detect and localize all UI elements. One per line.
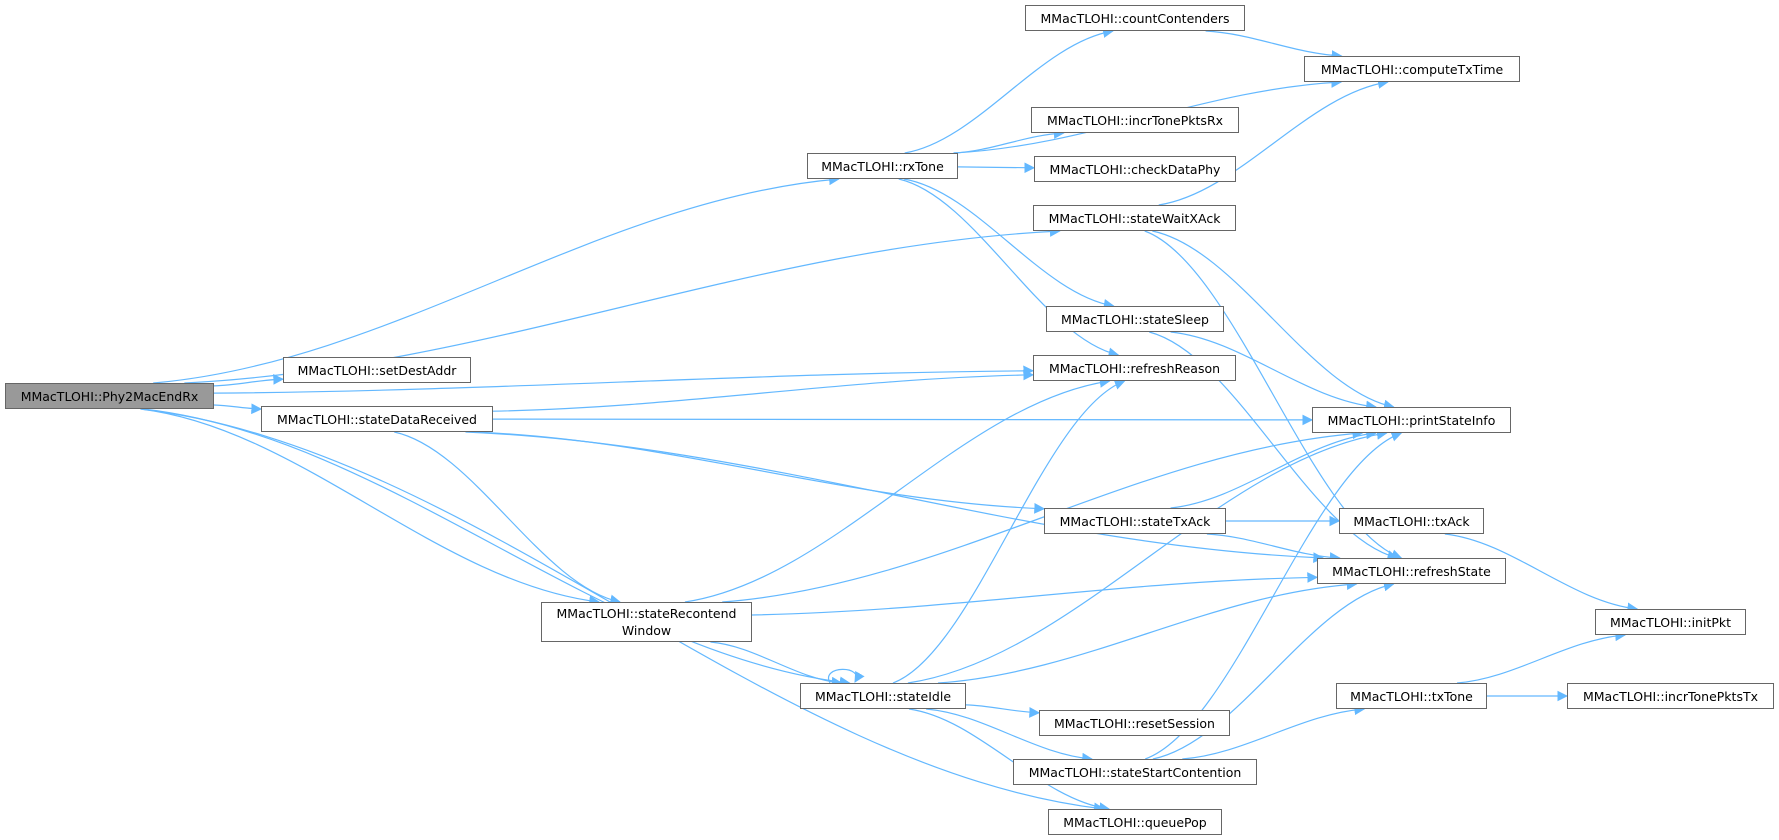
node-label: MMacTLOHI::resetSession [1054,715,1215,731]
node-resetsession[interactable]: MMacTLOHI::resetSession [1039,710,1230,736]
edge-phy2macendrx-to-statedatareceived [213,403,263,415]
edge-staterecontendwindow-to-refreshreason [684,377,1111,603]
node-label: MMacTLOHI::stateDataReceived [277,411,477,427]
node-label: MMacTLOHI::stateStartContention [1028,764,1242,780]
edge-statestartcontention-to-txtone [1182,704,1366,760]
edge-phy2macendrx-to-refreshreason [213,365,1035,394]
edge-rxtone-to-checkdataphy [957,162,1036,174]
node-label: MMacTLOHI::refreshState [1332,563,1491,579]
edge-stateidle-to-printstateinfo [907,429,1388,684]
edge-rxtone-to-statesleep [903,178,1115,310]
node-label: MMacTLOHI::checkDataPhy [1049,161,1221,177]
edge-phy2macendrx-to-rxtone [153,174,840,384]
node-label: MMacTLOHI::computeTxTime [1320,61,1504,77]
node-label: MMacTLOHI::refreshReason [1048,360,1221,376]
edge-stateidle-to-stateidle [827,668,865,684]
node-statedatareceived[interactable]: MMacTLOHI::stateDataReceived [261,406,493,432]
edge-stateidle-to-queuepop [908,708,1111,813]
edge-statedatareceived-to-refreshreason [492,369,1035,412]
node-stateidle[interactable]: MMacTLOHI::stateIdle [800,683,966,709]
node-label: MMacTLOHI::rxTone [821,158,944,174]
edge-phy2macendrx-to-staterecontendwindow [140,408,601,607]
edge-staterecontendwindow-to-refreshstate [751,572,1319,616]
node-label: MMacTLOHI::txTone [1350,688,1473,704]
node-label: MMacTLOHI::Phy2MacEndRx [20,388,199,404]
node-checkdataphy[interactable]: MMacTLOHI::checkDataPhy [1034,156,1236,182]
node-statesleep[interactable]: MMacTLOHI::stateSleep [1046,306,1224,332]
node-label: MMacTLOHI::incrTonePktsRx [1046,112,1224,128]
edge-statesleep-to-refreshstate [1149,331,1399,561]
node-label: MMacTLOHI::incrTonePktsTx [1582,688,1758,704]
node-label: MMacTLOHI::stateTxAck [1059,513,1211,529]
node-phy2macendrx[interactable]: MMacTLOHI::Phy2MacEndRx [5,383,214,409]
node-txack[interactable]: MMacTLOHI::txAck [1339,508,1484,534]
node-label: MMacTLOHI::setDestAddr [297,362,457,378]
edge-statedatareceived-to-staterecontendwindow [394,431,622,606]
edge-statewaitxack-to-printstateinfo [1152,230,1395,411]
edge-statedatareceived-to-refreshstate [465,431,1325,563]
edge-statedatareceived-to-statetxack [473,431,1046,514]
node-refreshreason[interactable]: MMacTLOHI::refreshReason [1033,355,1236,381]
edge-statetxack-to-printstateinfo [1170,428,1377,509]
edge-countcontenders-to-computetxtime [1205,30,1343,61]
node-setdestaddr[interactable]: MMacTLOHI::setDestAddr [283,357,471,383]
node-computetxtime[interactable]: MMacTLOHI::computeTxTime [1304,56,1520,82]
edge-phy2macendrx-to-setdestaddr [213,374,285,387]
edge-statewaitxack-to-computetxtime [1158,78,1389,206]
node-queuepop[interactable]: MMacTLOHI::queuePop [1048,809,1222,835]
edge-phy2macendrx-to-stateidle [142,408,851,688]
edge-txtone-to-initpkt [1456,630,1627,684]
edge-statedatareceived-to-printstateinfo [492,414,1314,426]
edge-rxtone-to-countcontenders [904,27,1114,154]
edge-rxtone-to-refreshreason [898,178,1120,359]
node-refreshstate[interactable]: MMacTLOHI::refreshState [1317,558,1506,584]
node-statewaitxack[interactable]: MMacTLOHI::stateWaitXAck [1033,205,1236,231]
node-label: MMacTLOHI::stateWaitXAck [1048,210,1221,226]
edge-txack-to-initpkt [1444,533,1639,614]
node-label: MMacTLOHI::txAck [1353,513,1470,529]
edge-statestartcontention-to-refreshstate [1152,580,1395,760]
node-countcontenders[interactable]: MMacTLOHI::countContenders [1025,5,1245,31]
node-label: MMacTLOHI::stateSleep [1061,311,1209,327]
edge-stateidle-to-resetsession [965,704,1041,718]
node-statetxack[interactable]: MMacTLOHI::stateTxAck [1044,508,1226,534]
node-label: MMacTLOHI::printStateInfo [1327,412,1496,428]
edge-statesleep-to-printstateinfo [1170,331,1377,412]
node-label: MMacTLOHI::queuePop [1063,814,1207,830]
edge-stateidle-to-refreshreason [892,379,1126,684]
node-rxtone[interactable]: MMacTLOHI::rxTone [807,153,958,179]
edge-rxtone-to-incrtonepktsrx [953,128,1065,154]
node-printstateinfo[interactable]: MMacTLOHI::printStateInfo [1312,407,1511,433]
node-incrtonepktsrx[interactable]: MMacTLOHI::incrTonePktsRx [1031,107,1239,133]
edge-stateidle-to-refreshstate [937,579,1358,684]
node-statestartcontention[interactable]: MMacTLOHI::stateStartContention [1013,759,1257,785]
node-txtone[interactable]: MMacTLOHI::txTone [1336,683,1487,709]
node-label: MMacTLOHI::stateRecontend [556,606,737,621]
node-initpkt[interactable]: MMacTLOHI::initPkt [1595,609,1746,635]
node-label: Window [621,623,672,638]
node-label: MMacTLOHI::initPkt [1609,614,1732,630]
edge-staterecontendwindow-to-stateidle [710,641,843,688]
node-label: MMacTLOHI::stateIdle [814,688,952,704]
node-label: MMacTLOHI::countContenders [1040,10,1230,26]
edge-stateidle-to-statestartcontention [926,708,1093,764]
edge-statetxack-to-refreshstate [1206,533,1341,563]
edge-staterecontendwindow-to-printstateinfo [722,428,1364,603]
node-incrtonepktstx[interactable]: MMacTLOHI::incrTonePktsTx [1567,683,1774,709]
